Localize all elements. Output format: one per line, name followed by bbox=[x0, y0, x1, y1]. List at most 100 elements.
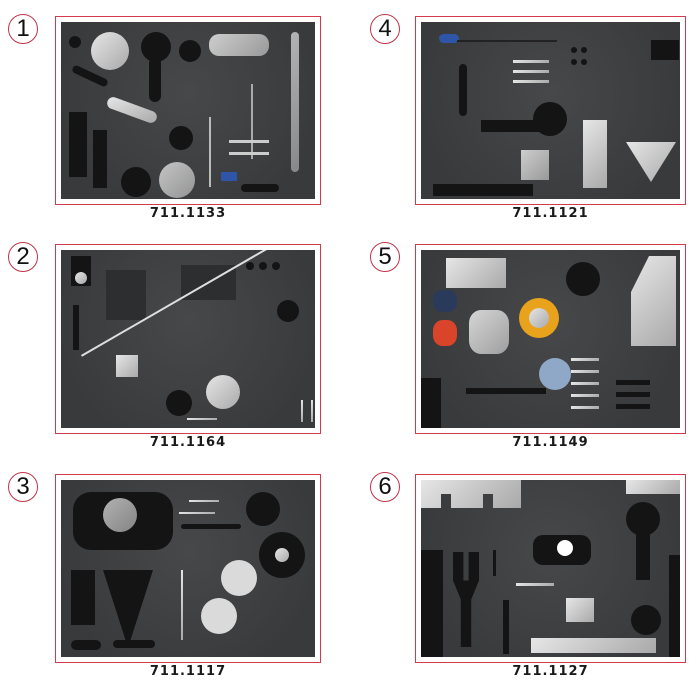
plate-icon bbox=[446, 258, 506, 288]
lever-icon bbox=[433, 184, 533, 196]
nut-icon bbox=[571, 59, 577, 65]
tool-icon bbox=[616, 404, 650, 409]
fork-plate-icon bbox=[469, 310, 509, 354]
pin-icon bbox=[187, 418, 217, 420]
nut-icon bbox=[581, 59, 587, 65]
holding-tool-icon bbox=[93, 130, 107, 188]
tool-tray-image bbox=[61, 22, 315, 199]
bracket-icon bbox=[651, 40, 679, 60]
tool-icon bbox=[459, 64, 467, 116]
pin-icon bbox=[209, 117, 211, 187]
ring-tool-icon bbox=[206, 375, 240, 409]
pin-icon bbox=[571, 370, 599, 373]
kit-image-frame[interactable] bbox=[415, 16, 686, 205]
pin-icon bbox=[229, 140, 269, 143]
nut-icon bbox=[246, 262, 254, 270]
tool-icon bbox=[616, 380, 650, 385]
tool-icon bbox=[277, 300, 299, 322]
sprocket-disk-icon bbox=[201, 598, 237, 634]
tool-icon bbox=[69, 36, 81, 48]
kit-image-frame[interactable] bbox=[415, 474, 686, 663]
wrench-icon bbox=[453, 552, 479, 647]
plate-icon bbox=[583, 120, 607, 188]
locking-bar-icon bbox=[531, 638, 656, 653]
tool-icon bbox=[179, 40, 201, 62]
kit-image-frame[interactable] bbox=[55, 16, 321, 205]
pin-icon bbox=[571, 406, 599, 409]
kit-code-label: 711.1149 bbox=[512, 435, 589, 450]
wrench-icon bbox=[291, 32, 299, 172]
wrench-icon bbox=[636, 530, 650, 580]
tool-icon bbox=[503, 600, 509, 654]
pin-icon bbox=[571, 358, 599, 361]
tool-icon bbox=[166, 390, 192, 416]
holder-icon bbox=[421, 378, 441, 428]
tool-icon bbox=[241, 184, 279, 192]
kit-image-frame[interactable] bbox=[55, 244, 321, 434]
kit-number-badge: 1 bbox=[8, 14, 38, 44]
pin-icon bbox=[251, 84, 253, 159]
pin-icon bbox=[571, 394, 599, 397]
kit-code-label: 711.1127 bbox=[512, 664, 589, 679]
sprocket-disk-icon bbox=[221, 560, 257, 596]
bolt-icon bbox=[113, 640, 155, 648]
ring-tool-icon bbox=[539, 358, 571, 390]
hub-icon bbox=[275, 548, 289, 562]
holder-icon bbox=[421, 550, 443, 657]
kit-image-frame[interactable] bbox=[415, 244, 686, 434]
pin-icon bbox=[311, 400, 313, 422]
rod-icon bbox=[181, 570, 183, 640]
rod-icon bbox=[457, 40, 557, 42]
hex-key-icon bbox=[493, 550, 496, 576]
nut-icon bbox=[259, 262, 267, 270]
tool-icon bbox=[71, 640, 101, 650]
blue-tool-icon bbox=[221, 172, 237, 181]
tool-tray-image bbox=[421, 250, 680, 428]
gauge-icon bbox=[116, 355, 138, 377]
holder-icon bbox=[669, 555, 680, 657]
pin-icon bbox=[513, 80, 549, 83]
tool-icon bbox=[169, 126, 193, 150]
kit-number-badge: 4 bbox=[370, 14, 400, 44]
holder-icon bbox=[106, 270, 146, 320]
pulley-icon bbox=[91, 32, 129, 70]
bar-icon bbox=[466, 388, 546, 394]
red-tool-icon bbox=[433, 320, 457, 346]
pin-icon bbox=[179, 512, 215, 514]
ring-tool-icon bbox=[103, 498, 137, 532]
pulley-icon bbox=[246, 492, 280, 526]
kit-number-badge: 6 bbox=[370, 472, 400, 502]
kit-number-badge: 2 bbox=[8, 242, 38, 272]
pin-icon bbox=[571, 382, 599, 385]
tool-tray-image bbox=[421, 22, 680, 199]
hole-icon bbox=[557, 540, 573, 556]
bracket-icon bbox=[209, 34, 269, 56]
nut-icon bbox=[571, 47, 577, 53]
pin-icon bbox=[189, 500, 219, 502]
tool-icon bbox=[149, 57, 161, 102]
pin-icon bbox=[516, 583, 554, 586]
nut-icon bbox=[272, 262, 280, 270]
tool-icon bbox=[73, 305, 79, 350]
pin-icon bbox=[301, 400, 303, 422]
tool-icon bbox=[529, 308, 549, 328]
tool-tray-image bbox=[61, 250, 315, 428]
tool-tray-image bbox=[61, 480, 315, 657]
kit-code-label: 711.1117 bbox=[149, 664, 227, 679]
tool-icon bbox=[121, 167, 151, 197]
kit-code-label: 711.1133 bbox=[149, 206, 227, 221]
pin-icon bbox=[513, 70, 549, 73]
bracket-icon bbox=[566, 598, 594, 622]
kit-number-badge: 5 bbox=[370, 242, 400, 272]
bracket-icon bbox=[521, 150, 549, 180]
kit-image-frame[interactable] bbox=[55, 474, 321, 663]
plate-icon bbox=[626, 480, 680, 494]
lever-icon bbox=[481, 120, 551, 132]
camshaft-locking-plate-icon bbox=[421, 480, 521, 508]
pin-icon bbox=[513, 60, 549, 63]
plate-icon bbox=[631, 256, 676, 346]
pulley-icon bbox=[159, 162, 195, 198]
tool-icon bbox=[566, 262, 600, 296]
blue-tool-icon bbox=[433, 290, 457, 312]
blue-tool-icon bbox=[439, 34, 459, 43]
